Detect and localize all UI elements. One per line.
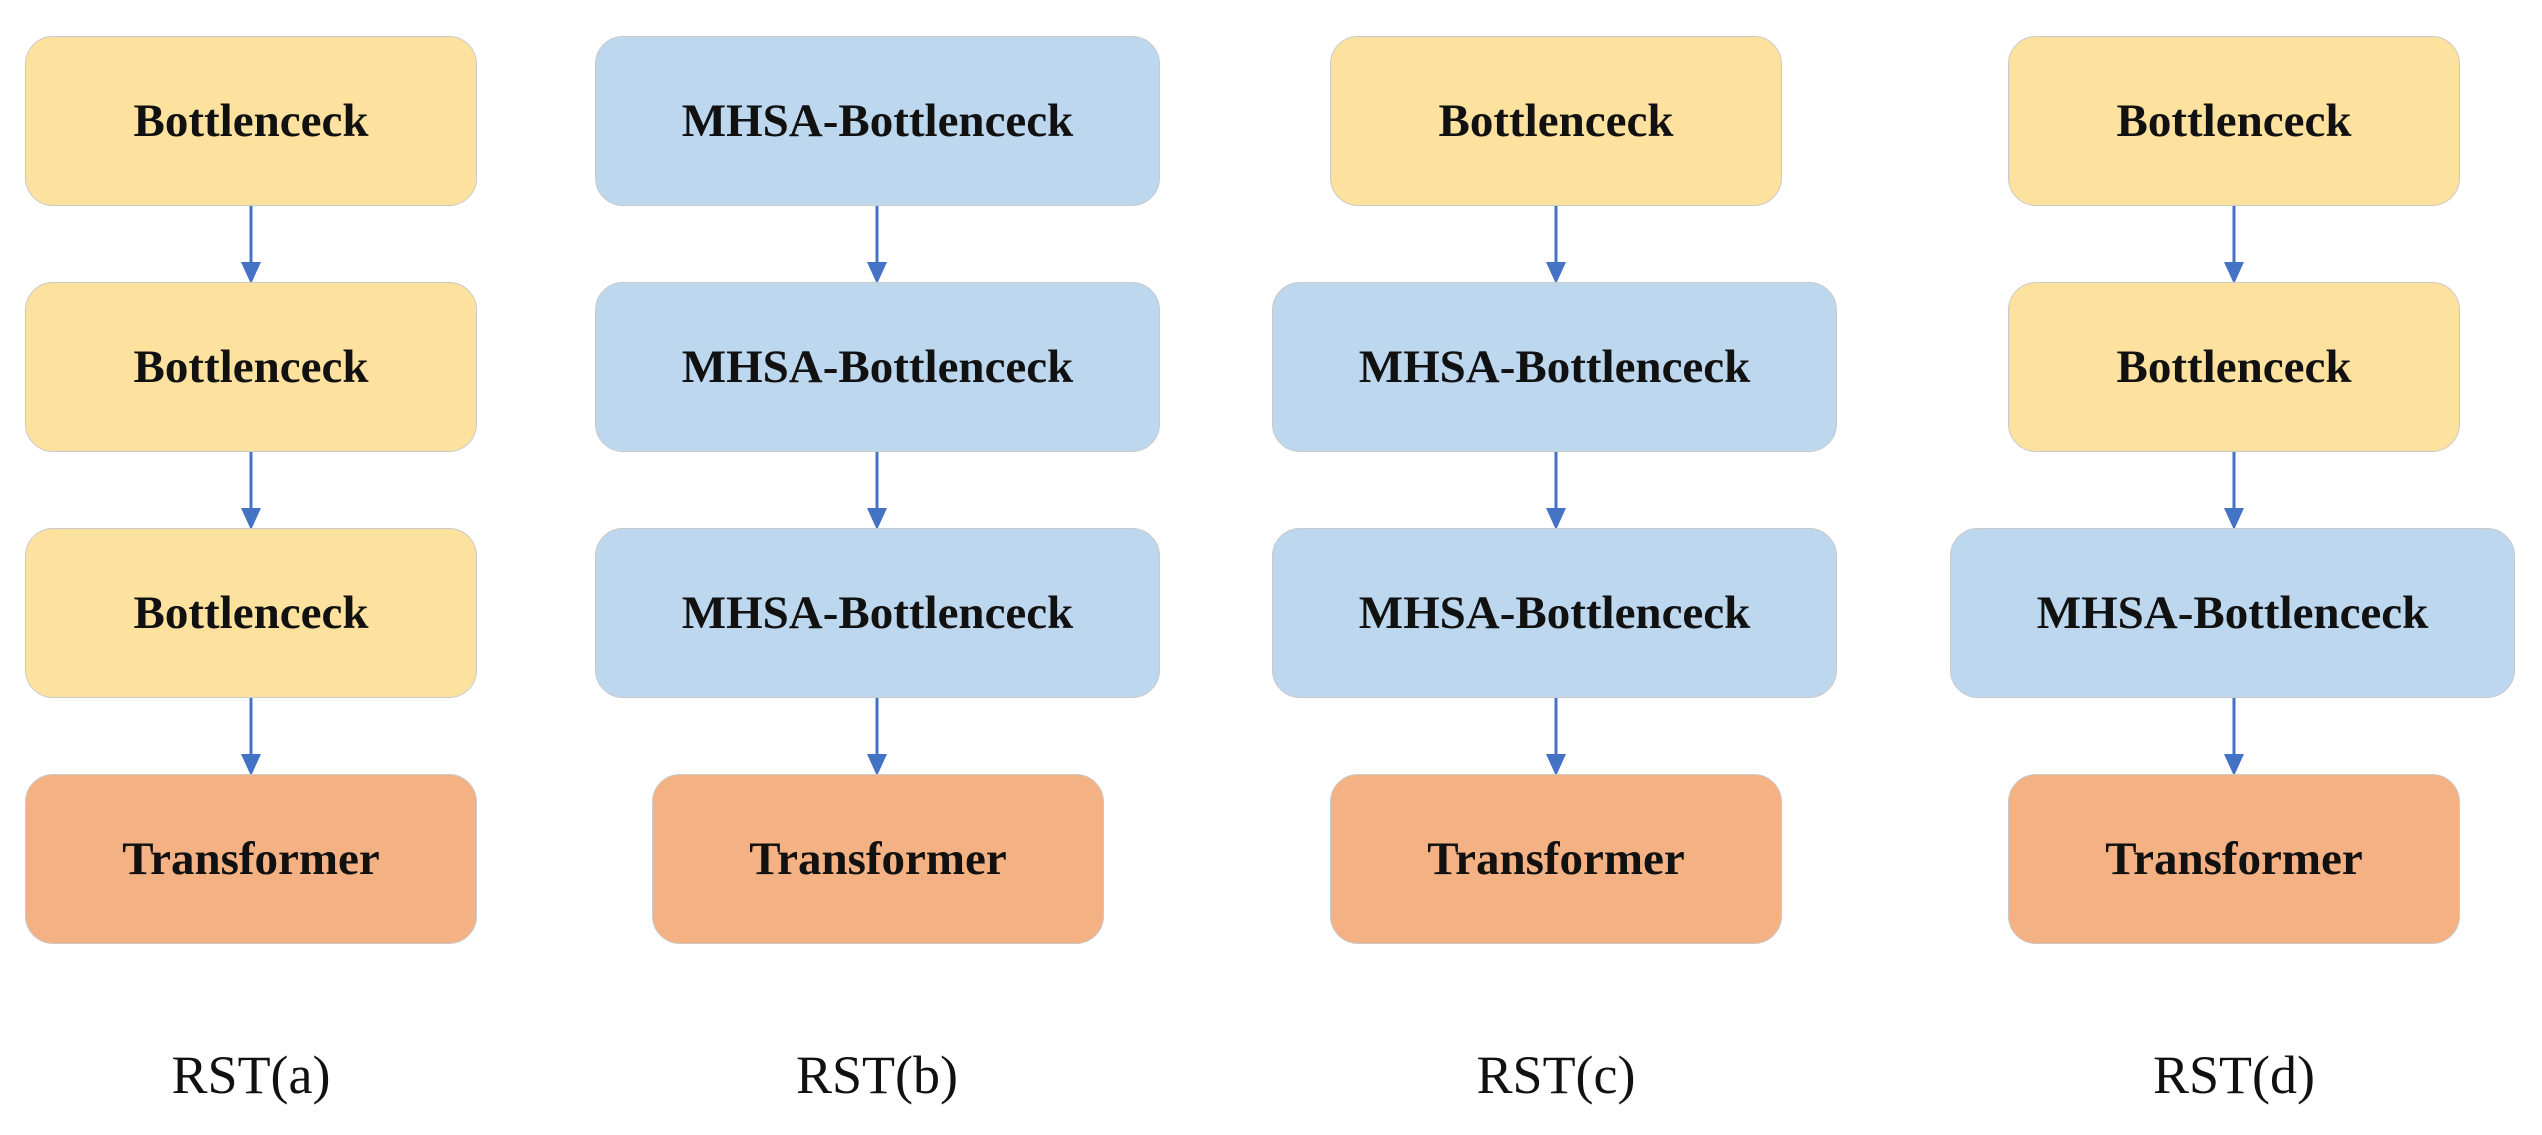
transformer-block: Transformer — [2008, 774, 2460, 944]
bottleneck-block: Bottlenceck — [1330, 36, 1782, 206]
mhsa-bottleneck-block: MHSA-Bottlenceck — [1272, 282, 1837, 452]
transformer-block: Transformer — [652, 774, 1104, 944]
arrow-down-icon — [241, 206, 261, 284]
mhsa-bottleneck-block: MHSA-Bottlenceck — [1272, 528, 1837, 698]
mhsa-bottleneck-block: MHSA-Bottlenceck — [1950, 528, 2515, 698]
arrow-down-icon — [241, 452, 261, 530]
caption-rst-a: RST(a) — [171, 1045, 331, 1105]
arrow-down-icon — [867, 698, 887, 776]
arrow-down-icon — [2224, 698, 2244, 776]
caption-rst-b: RST(b) — [796, 1045, 958, 1105]
caption-rst-d: RST(d) — [2153, 1045, 2315, 1105]
mhsa-bottleneck-block: MHSA-Bottlenceck — [595, 282, 1160, 452]
bottleneck-block: Bottlenceck — [25, 528, 477, 698]
arrow-down-icon — [241, 698, 261, 776]
arrow-down-icon — [867, 206, 887, 284]
arrow-down-icon — [1546, 452, 1566, 530]
arrow-down-icon — [1546, 206, 1566, 284]
arrow-down-icon — [1546, 698, 1566, 776]
arrow-down-icon — [2224, 452, 2244, 530]
bottleneck-block: Bottlenceck — [25, 282, 477, 452]
transformer-block: Transformer — [1330, 774, 1782, 944]
arrow-down-icon — [2224, 206, 2244, 284]
caption-rst-c: RST(c) — [1476, 1045, 1636, 1105]
bottleneck-block: Bottlenceck — [25, 36, 477, 206]
mhsa-bottleneck-block: MHSA-Bottlenceck — [595, 36, 1160, 206]
transformer-block: Transformer — [25, 774, 477, 944]
mhsa-bottleneck-block: MHSA-Bottlenceck — [595, 528, 1160, 698]
bottleneck-block: Bottlenceck — [2008, 36, 2460, 206]
bottleneck-block: Bottlenceck — [2008, 282, 2460, 452]
arrow-down-icon — [867, 452, 887, 530]
